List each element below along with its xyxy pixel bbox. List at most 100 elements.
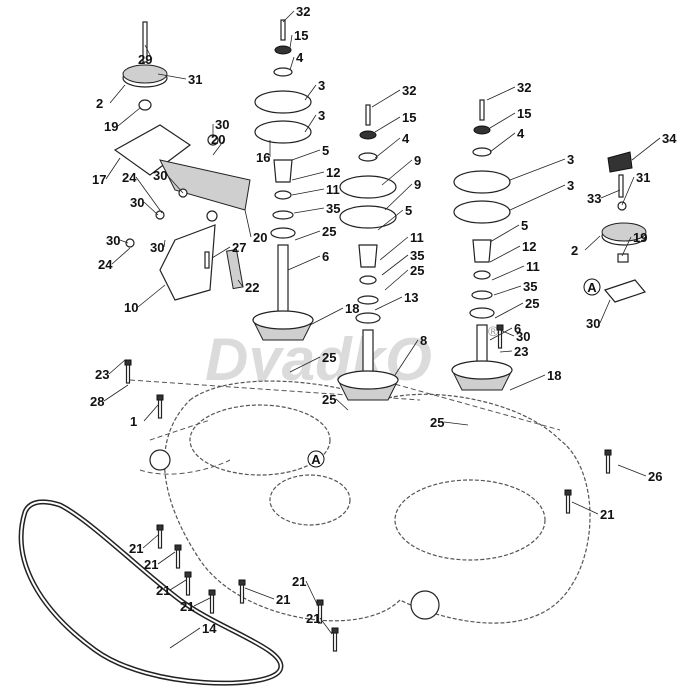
callout-25: 25 <box>322 392 349 411</box>
mounting-bolts <box>124 324 612 652</box>
leader-line <box>509 184 566 211</box>
callout-number: 14 <box>202 621 217 636</box>
callout-11: 11 <box>491 259 540 281</box>
leader-line <box>617 464 647 477</box>
callout-30: 30 <box>130 195 159 216</box>
callout-20: 20 <box>211 132 225 156</box>
leader-line <box>489 245 521 263</box>
leader-line <box>193 597 211 607</box>
leader-line <box>289 356 321 373</box>
bolt <box>564 489 572 514</box>
leader-line <box>108 359 126 375</box>
leader-line <box>499 350 513 353</box>
callout-30: 30 <box>153 168 184 194</box>
callout-number: 21 <box>600 507 614 522</box>
leader-line <box>111 247 131 265</box>
callout-number: 23 <box>95 367 109 382</box>
callout-18: 18 <box>309 301 359 326</box>
callout-number: 11 <box>526 259 540 274</box>
leader-line <box>119 239 129 244</box>
leader-line <box>169 579 187 591</box>
callout-21: 21 <box>306 611 333 635</box>
leader-line <box>244 209 252 238</box>
leader-line <box>169 627 201 649</box>
callout-21: 21 <box>244 587 290 607</box>
callout-number: 31 <box>636 170 650 185</box>
callout-17: 17 <box>92 157 121 187</box>
leader-line <box>291 171 325 181</box>
leader-line <box>289 34 293 49</box>
callout-5: 5 <box>489 218 528 243</box>
leader-line <box>143 404 159 422</box>
leader-line <box>294 230 321 241</box>
callout-number: 5 <box>405 203 412 218</box>
callout-number: 33 <box>587 191 601 206</box>
callout-number: 25 <box>410 263 424 278</box>
callout-number: 19 <box>633 230 647 245</box>
callout-number: 3 <box>318 78 325 93</box>
callout-number: 5 <box>322 143 329 158</box>
callout-30: 30 <box>586 299 611 331</box>
leader-line <box>157 73 187 80</box>
callout-number: 11 <box>326 182 340 197</box>
callout-4: 4 <box>489 126 525 153</box>
callout-number: 35 <box>326 201 340 216</box>
leader-line <box>486 86 516 101</box>
callout-number: 3 <box>318 108 325 123</box>
watermark-registered: ® <box>488 323 499 339</box>
callout-19: 19 <box>621 230 647 257</box>
callout-19: 19 <box>104 107 141 134</box>
callout-number: 25 <box>525 296 539 311</box>
bolt <box>156 524 164 549</box>
leader-line <box>237 279 244 288</box>
leader-line <box>371 89 401 108</box>
callout-number: 30 <box>215 117 229 132</box>
callout-5: 5 <box>291 143 329 161</box>
callout-25: 25 <box>494 296 539 319</box>
leader-line <box>244 587 275 600</box>
leader-line <box>304 114 317 133</box>
leader-line <box>489 327 513 341</box>
callout-number: 32 <box>517 80 531 95</box>
callout-34: 34 <box>631 131 677 161</box>
callout-6: 6 <box>489 321 521 341</box>
callout-number: 16 <box>256 150 270 165</box>
leader-line <box>282 10 295 23</box>
callout-5: 5 <box>377 203 412 231</box>
leader-line <box>599 299 611 324</box>
callout-2: 2 <box>571 235 601 258</box>
callout-number: 25 <box>430 415 444 430</box>
callout-number: 11 <box>410 230 424 245</box>
callout-number: 21 <box>306 611 320 626</box>
callout-35: 35 <box>293 201 340 216</box>
callout-6: 6 <box>287 249 329 271</box>
callout-number: 35 <box>523 279 537 294</box>
callout-number: 29 <box>138 52 152 67</box>
mower-deck <box>129 379 591 624</box>
callout-number: 21 <box>156 583 170 598</box>
leader-line <box>304 84 317 101</box>
leader-line <box>287 255 321 271</box>
spindle-stack-3 <box>451 99 513 391</box>
callout-3: 3 <box>509 178 574 211</box>
callout-number: 22 <box>245 280 259 295</box>
callout-number: 4 <box>402 131 410 146</box>
leader-line <box>142 534 159 549</box>
callout-21: 21 <box>144 551 176 572</box>
callout-number: 25 <box>322 350 336 365</box>
callout-25: 25 <box>289 350 336 373</box>
leader-line <box>384 183 413 211</box>
callout-3: 3 <box>304 78 325 101</box>
leader-line <box>621 236 632 257</box>
callout-number: 18 <box>345 301 359 316</box>
callout-number: 21 <box>144 557 158 572</box>
callout-3: 3 <box>304 108 325 133</box>
leader-line <box>319 617 333 635</box>
right-idler-assembly <box>601 151 647 303</box>
leader-line <box>509 158 566 181</box>
leader-line <box>584 235 601 251</box>
callout-35: 35 <box>493 279 537 296</box>
callout-9: 9 <box>381 153 421 186</box>
spindle-assemblies <box>252 19 513 401</box>
